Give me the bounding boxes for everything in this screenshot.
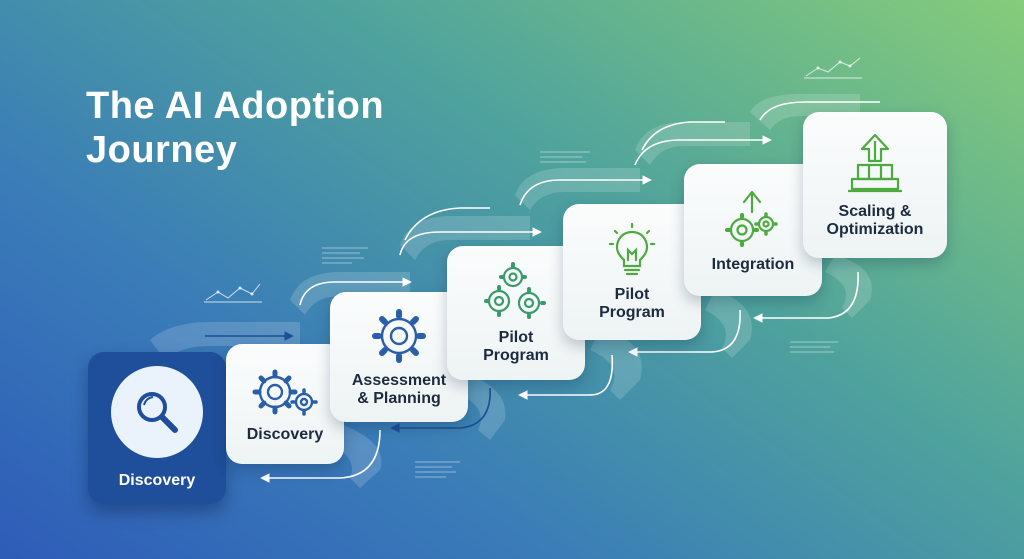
- step-card-pilot-program-2[interactable]: Pilot Program: [563, 204, 701, 340]
- step-card-integration[interactable]: Integration: [684, 164, 822, 296]
- step-label: Pilot Program: [483, 329, 549, 364]
- magnifier-icon: [137, 392, 178, 433]
- gear-icon: [372, 309, 426, 363]
- step-label: Discovery: [246, 426, 324, 443]
- gears-cluster-icon: [484, 262, 546, 319]
- step-label: Scaling & Optimization: [826, 203, 924, 238]
- title-line-1: The AI Adoption: [86, 85, 385, 127]
- step-label: Pilot Program: [599, 286, 665, 321]
- step-card-scaling-optimization[interactable]: Scaling & Optimization: [803, 112, 947, 258]
- step-label: Integration: [711, 256, 795, 273]
- step-label: Discovery: [118, 472, 196, 489]
- scaling-icon: [848, 133, 902, 193]
- lightbulb-icon: [608, 222, 656, 276]
- step-card-discovery[interactable]: Discovery: [226, 344, 344, 464]
- step-card-discovery-primary[interactable]: Discovery: [88, 352, 226, 504]
- step-card-assessment-planning[interactable]: Assessment & Planning: [330, 292, 468, 422]
- magnifier-badge: [111, 366, 203, 458]
- title-line-2: Journey: [86, 129, 238, 171]
- gears-arrow-icon: [725, 190, 778, 247]
- diagram-title: The AI Adoption Journey: [86, 84, 384, 172]
- gears-icon: [252, 369, 318, 416]
- step-label: Assessment & Planning: [351, 372, 447, 407]
- step-card-pilot-program-1[interactable]: Pilot Program: [447, 246, 585, 380]
